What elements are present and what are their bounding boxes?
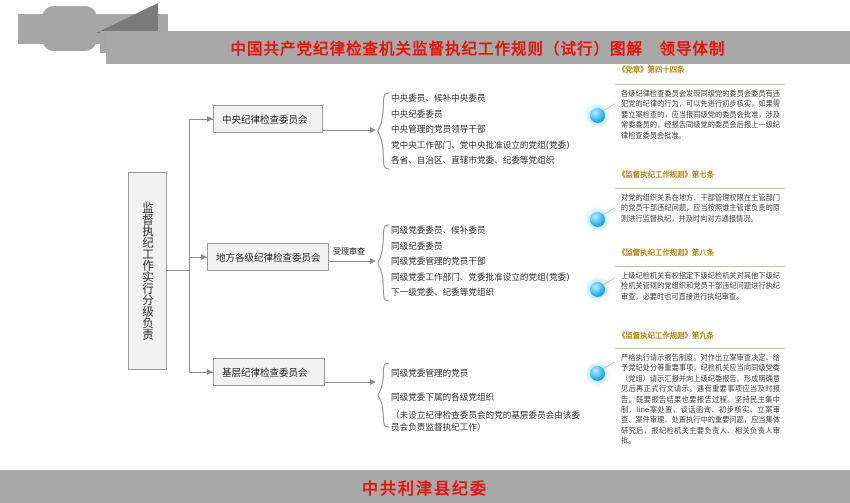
curly-brace-icon [377,362,390,428]
marker-note-2[interactable] [590,212,605,227]
list-item: 同级党委下属的各级党组织 [391,393,495,403]
org-box-local[interactable]: 地方各级纪律检查委员会 [207,243,329,271]
list-item: 中央纪委委员 [391,109,443,120]
connector-bottom [325,382,372,383]
note-title: 《监督执纪工作规则》第七条 [618,170,715,179]
note-body: 上级纪检机关有权指定下级纪检机关对其他下级纪检机关管辖的党组织和党员干部违纪问题… [615,266,785,314]
connector-middle [329,261,372,262]
branch-line-bottom [189,372,213,373]
trunk-line-horizontal [166,270,189,271]
list-items-central: 中央委员、候补中央委员 中央纪委委员 中央管理的党员领导干部 党中央工作部门、党… [391,92,570,170]
org-box-local-label: 地方各级纪律检查委员会 [216,253,321,264]
connector-arrow-middle [370,257,376,264]
note-body: 各级纪律检查委员会发现同级党的委员会委员有违犯党的纪律的行为，可以先进行初步核实… [615,84,785,160]
list-item: 中央委员、候补中央委员 [391,94,486,104]
list-item: 党中央工作部门、党中央批准设立的党组(党委) [391,140,570,151]
connector-middle-label: 受理审查 [333,247,365,256]
branch-arrow-top [207,115,213,122]
page-title: 中国共产党纪律检查机关监督执纪工作规则（试行）图解 领导体制 [230,39,726,58]
marker-note-3[interactable] [590,282,605,297]
marker-note-1[interactable] [590,108,605,123]
list-item: （未设立纪律检查委员会的党的基层委员会由该委员会负责监督执纪工作） [391,411,581,433]
footer-ribbon: 中共利津县纪委 [0,470,850,503]
org-box-central-label: 中央纪律检查委员会 [222,115,308,126]
list-item: 同级纪委委员 [391,241,443,252]
note-title: 《党章》第四十四条 [618,65,685,74]
marker-note-4[interactable] [590,366,605,381]
list-item: 同级党委工作部门、党委批准设立的党组(党委) [391,272,570,283]
org-box-grassroots[interactable]: 基层纪律检查委员会 [213,358,325,386]
branch-arrow-bottom [207,368,213,375]
list-item: 下一级党委、纪委等党组织 [391,288,495,298]
list-item: 同级党委管理的党员干部 [391,257,486,267]
org-box-grassroots-label: 基层纪律检查委员会 [222,368,308,379]
connector-arrow-bottom [370,378,376,385]
trunk-line-vertical [189,119,190,372]
decorative-wedge-icon [96,3,158,33]
branch-line-top [189,119,213,120]
footer-text: 中共利津县纪委 [361,478,488,498]
org-box-central[interactable]: 中央纪律检查委员会 [213,105,323,133]
branch-line-middle [189,257,207,258]
title-ribbon: 中国共产党纪律检查机关监督执纪工作规则（试行）图解 领导体制 [106,31,850,64]
note-title: 《监督执纪工作规则》第九条 [618,331,715,340]
list-item: 同级党委委员、候补委员 [391,226,486,236]
connector-arrow-top [370,126,376,133]
root-label-text: 监督执纪工作实行分级负责 [141,202,155,340]
note-title: 《监督执纪工作规则》第八条 [618,248,715,257]
connector-top [323,130,372,131]
root-label-box: 监督执纪工作实行分级负责 [128,172,167,370]
curly-brace-icon [377,92,390,170]
branch-arrow-middle [201,253,207,260]
list-items-local: 同级党委委员、候补委员 同级纪委委员 同级党委管理的党员干部 同级党委工作部门、… [391,224,570,302]
list-items-grassroots: 同级党委管理的党员 同级党委下属的各级党组织 （未设立纪律检查委员会的党的基层委… [391,362,581,434]
note-body: 对党的组织关系在地方、干部管理权限在主管部门的党员干部违纪问题，应当按照谁主管谁… [615,188,785,238]
curly-brace-icon [377,224,390,302]
list-item: 中央管理的党员领导干部 [391,125,486,135]
list-item: 同级党委管理的党员 [391,369,469,379]
note-body: 严格执行请示报告制度。对作出立案审查决定、给予党纪处分等重要事项，纪检机关应当向… [615,348,785,460]
list-item: 各省、自治区、直辖市党委、纪委等党组织 [391,156,555,166]
decorative-rounded-shape [42,6,97,51]
